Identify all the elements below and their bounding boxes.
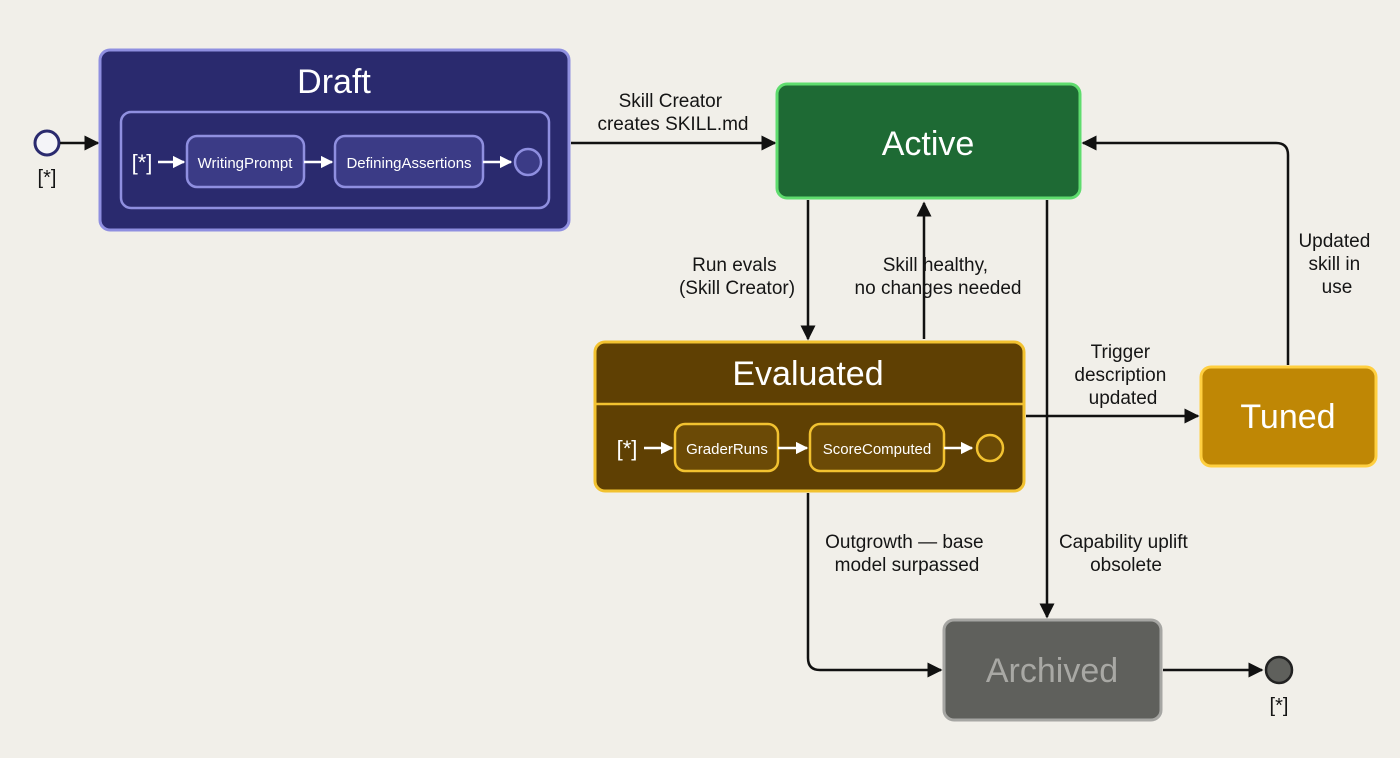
transition-active-to-evaluated-label: Run evals (Skill Creator) — [679, 255, 795, 299]
arrow-tuned-to-active — [1081, 135, 1290, 365]
state-evaluated: Evaluated [*] GraderRuns ScoreComputed — [593, 340, 1026, 493]
state-tuned-title: Tuned — [1240, 398, 1335, 436]
draft-region — [119, 110, 551, 210]
final-state-label: [*] — [1270, 695, 1289, 717]
state-draft: Draft [*] WritingPrompt DefiningAssertio… — [98, 48, 571, 232]
state-draft-title: Draft — [297, 63, 371, 101]
transition-evaluated-to-active-label: Skill healthy, no changes needed — [855, 255, 1022, 299]
state-active: Active — [775, 82, 1082, 200]
state-evaluated-title: Evaluated — [732, 355, 883, 393]
substate-score-computed-label: ScoreComputed — [823, 441, 931, 458]
final-state-circle — [1264, 655, 1294, 685]
evaluated-sub-final-circle — [975, 433, 1005, 463]
draft-sub-final-circle — [513, 147, 543, 177]
transition-evaluated-to-archived-label: Outgrowth — base model surpassed — [825, 532, 989, 576]
transition-active-to-archived-label: Capability uplift obsolete — [1059, 532, 1193, 576]
state-active-title: Active — [882, 125, 975, 163]
evaluated-sub-start-label: [*] — [617, 436, 638, 461]
substate-grader-runs-label: GraderRuns — [686, 441, 768, 458]
initial-state-circle — [33, 129, 61, 157]
substate-writing-prompt-label: WritingPrompt — [198, 155, 294, 172]
transition-tuned-to-active-label: Updated skill in use — [1298, 231, 1375, 298]
transition-draft-to-active-label: Skill Creator creates SKILL.md — [597, 91, 748, 135]
draft-sub-start-label: [*] — [132, 150, 153, 175]
arrow-evaluated-to-archived — [806, 493, 943, 678]
state-archived: Archived — [942, 618, 1163, 722]
initial-state-label: [*] — [38, 167, 57, 189]
state-tuned: Tuned — [1199, 365, 1378, 468]
substate-defining-assertions-label: DefiningAssertions — [346, 155, 471, 172]
state-archived-title: Archived — [986, 652, 1118, 690]
transition-evaluated-to-tuned-label: Trigger description updated — [1074, 342, 1171, 409]
